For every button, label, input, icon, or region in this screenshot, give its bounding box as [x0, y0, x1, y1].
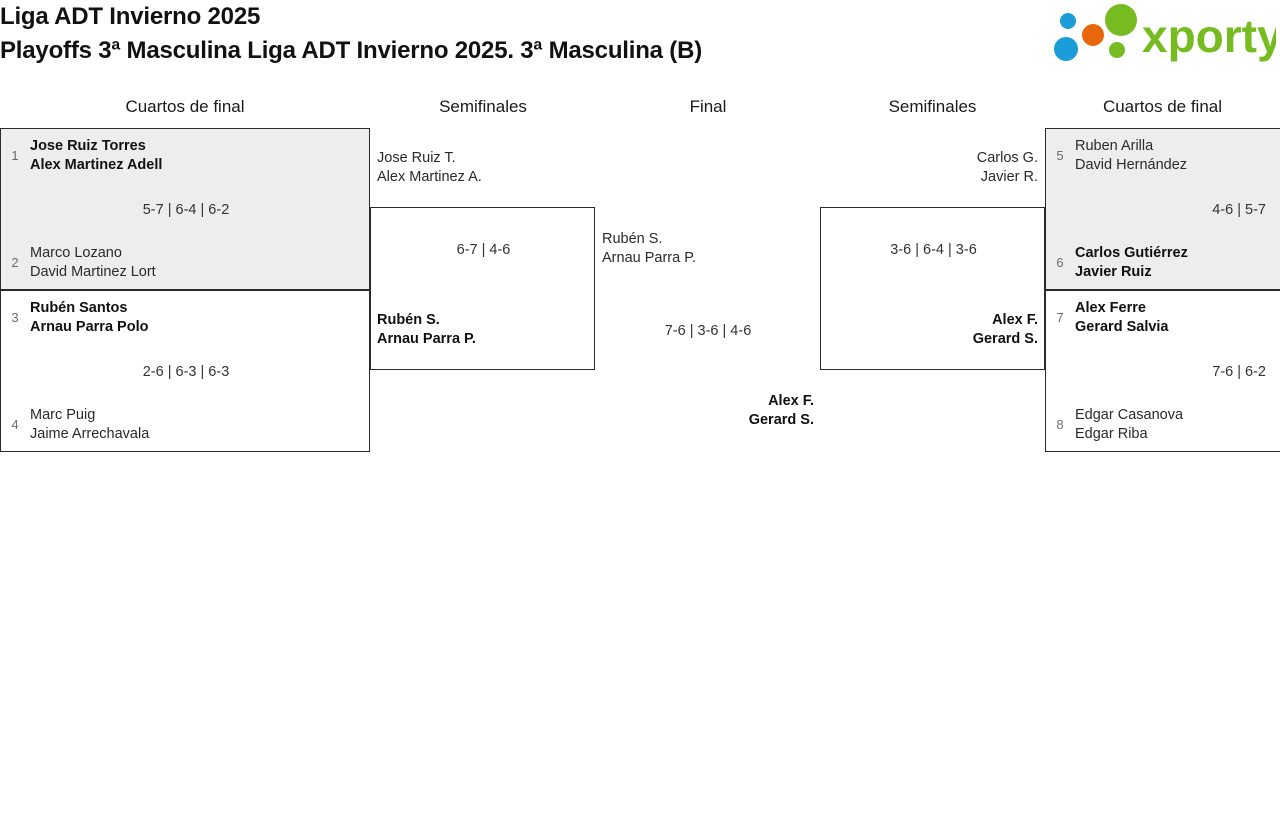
- match-box-qf3[interactable]: 5 Ruben Arilla David Hernández 4-6 | 5-7…: [1045, 128, 1280, 290]
- match-box-semifinal-right[interactable]: 3-6 | 6-4 | 3-6: [820, 207, 1045, 370]
- tournament-name: Liga ADT Invierno 2025: [0, 3, 261, 30]
- semifinal-right-bottom-team[interactable]: Alex F. Gerard S.: [972, 312, 1038, 347]
- qf4-bottom-team[interactable]: 8 Edgar Casanova Edgar Riba: [1053, 406, 1183, 444]
- qf3-bottom-seed: 6: [1056, 255, 1064, 270]
- semifinal-right-top-team[interactable]: Carlos G. Javier R.: [976, 150, 1038, 185]
- logo-dot-green-small: [1109, 42, 1125, 58]
- semifinal-left-bottom-team[interactable]: Rubén S. Arnau Parra P.: [377, 312, 476, 347]
- qf4-top-team[interactable]: 7 Alex Ferre Gerard Salvia: [1053, 299, 1169, 337]
- match-box-qf4[interactable]: 7 Alex Ferre Gerard Salvia 7-6 | 6-2 8 E…: [1045, 290, 1280, 452]
- qf4-top-names: Alex Ferre Gerard Salvia: [1075, 300, 1169, 335]
- qf1-bottom-team[interactable]: 2 Marco Lozano David Martinez Lort: [8, 244, 156, 282]
- qf3-top-team[interactable]: 5 Ruben Arilla David Hernández: [1053, 137, 1187, 175]
- round-header-right-semis: Semifinales: [888, 97, 977, 116]
- page-header: Liga ADT Invierno 2025 Playoffs 3ª Mascu…: [0, 0, 1280, 72]
- qf4-bottom-seed: 8: [1056, 417, 1064, 432]
- final-right-team[interactable]: Alex F. Gerard S.: [748, 393, 814, 428]
- qf2-bottom-team[interactable]: 4 Marc Puig Jaime Arrechavala: [8, 406, 149, 444]
- final-left-team[interactable]: Rubén S. Arnau Parra P.: [602, 231, 697, 266]
- qf2-top-seed: 3: [11, 310, 19, 325]
- qf2-top-names: Rubén Santos Arnau Parra Polo: [30, 300, 149, 335]
- round-header-final: Final: [689, 97, 727, 116]
- qf1-score: 5-7 | 6-4 | 6-2: [142, 202, 230, 218]
- xporty-logo-icon: xporty: [1054, 4, 1276, 62]
- semifinal-left-top-team[interactable]: Jose Ruiz T. Alex Martinez A.: [377, 150, 482, 185]
- match-box-semifinal-left[interactable]: 6-7 | 4-6: [370, 207, 595, 370]
- qf1-top-seed: 1: [11, 148, 19, 163]
- qf3-top-seed: 5: [1056, 148, 1064, 163]
- xporty-logo[interactable]: xporty: [1044, 4, 1276, 68]
- tournament-subtitle: Playoffs 3ª Masculina Liga ADT Invierno …: [0, 37, 703, 64]
- qf3-bottom-team[interactable]: 6 Carlos Gutiérrez Javier Ruiz: [1053, 244, 1188, 282]
- round-header-left-quarters: Cuartos de final: [125, 97, 245, 116]
- match-box-qf1[interactable]: 1 Jose Ruiz Torres Alex Martinez Adell 5…: [0, 128, 370, 290]
- qf1-top-team[interactable]: 1 Jose Ruiz Torres Alex Martinez Adell: [8, 137, 162, 175]
- semifinal-right-score: 3-6 | 6-4 | 3-6: [890, 242, 977, 258]
- logo-dot-green-large: [1105, 4, 1137, 36]
- final-score: 7-6 | 3-6 | 4-6: [664, 323, 752, 339]
- qf2-bottom-names: Marc Puig Jaime Arrechavala: [30, 407, 150, 442]
- qf2-bottom-seed: 4: [11, 417, 19, 432]
- page-title: Liga ADT Invierno 2025 Playoffs 3ª Mascu…: [0, 2, 702, 66]
- match-box-qf2[interactable]: 3 Rubén Santos Arnau Parra Polo 2-6 | 6-…: [0, 290, 370, 452]
- qf1-bottom-names: Marco Lozano David Martinez Lort: [30, 245, 156, 280]
- qf1-bottom-seed: 2: [11, 255, 19, 270]
- semifinal-left-score: 6-7 | 4-6: [456, 242, 511, 258]
- qf3-score: 4-6 | 5-7: [1212, 202, 1266, 218]
- qf2-score: 2-6 | 6-3 | 6-3: [142, 364, 230, 380]
- qf1-top-names: Jose Ruiz Torres Alex Martinez Adell: [30, 138, 163, 173]
- qf2-top-team[interactable]: 3 Rubén Santos Arnau Parra Polo: [8, 299, 148, 337]
- qf4-top-seed: 7: [1056, 310, 1064, 325]
- qf3-top-names: Ruben Arilla David Hernández: [1075, 138, 1188, 173]
- round-header-left-semis: Semifinales: [439, 97, 527, 116]
- qf4-bottom-names: Edgar Casanova Edgar Riba: [1075, 407, 1184, 442]
- round-header-right-quarters: Cuartos de final: [1102, 97, 1223, 116]
- logo-dot-blue-large: [1054, 37, 1078, 61]
- logo-wordmark: xporty: [1142, 10, 1276, 62]
- qf4-score: 7-6 | 6-2: [1212, 364, 1266, 380]
- logo-dot-orange: [1082, 24, 1104, 46]
- qf3-bottom-names: Carlos Gutiérrez Javier Ruiz: [1075, 245, 1188, 280]
- logo-dot-blue-small: [1060, 13, 1076, 29]
